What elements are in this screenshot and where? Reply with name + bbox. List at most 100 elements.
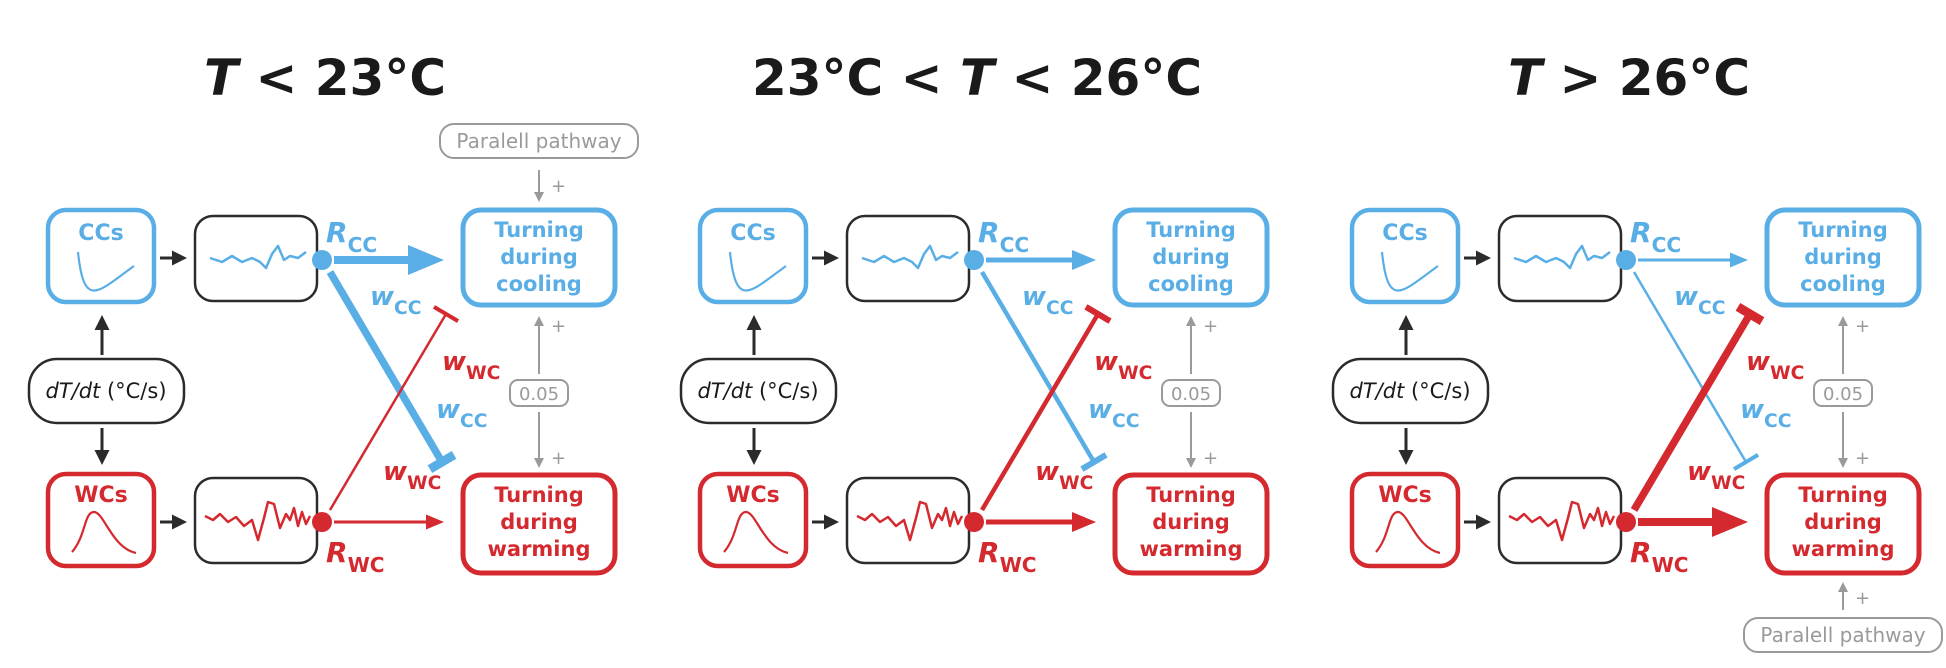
inhibit-wc-to-cooling-shaft — [980, 312, 1100, 512]
parallel-pathway-box — [1743, 617, 1943, 653]
wcs-label: WCs — [74, 483, 128, 508]
arrow-rwc-to-warming — [986, 512, 1096, 532]
rcc-label: RCC — [1630, 216, 1681, 257]
cooling-target-box — [460, 207, 618, 308]
dtdt-box — [1331, 357, 1490, 425]
warming-target-line-2: during — [1152, 510, 1230, 534]
rcc-node — [312, 250, 332, 270]
warming-target-line-3: warming — [488, 537, 591, 561]
parallel-pathway-plus: + — [551, 176, 566, 197]
arrow-rcc-to-cooling-head — [1072, 250, 1096, 270]
warming-target-line-1: Turning — [1146, 483, 1235, 507]
wwc-label-lower: wWC — [383, 457, 441, 494]
dtdt-label: dT/dt (°C/s) — [1349, 379, 1470, 403]
wwc-label-upper: wWC — [1746, 347, 1804, 384]
ccs-label: CCs — [78, 221, 123, 246]
cooling-target-line-2: during — [1804, 245, 1882, 269]
wcc-label-lower: wCC — [436, 395, 487, 432]
cooling-target-box — [1764, 207, 1922, 308]
parallel-pathway-box — [439, 123, 639, 159]
warming-target-line-1: Turning — [1798, 483, 1887, 507]
arrow-rwc-to-warming-head — [1712, 507, 1748, 537]
wcs-label: WCs — [726, 483, 780, 508]
inhibit-cc-to-warming-bar — [1080, 452, 1108, 472]
coupling-plus-upper: + — [1855, 316, 1870, 337]
cooling-target-line-3: cooling — [1800, 272, 1886, 296]
warming-target-box — [460, 472, 618, 576]
ccs-box — [697, 207, 809, 305]
arrow-rcc-to-cooling-head — [408, 245, 444, 275]
wcc-label-upper: wCC — [1022, 282, 1073, 319]
parallel-pathway-plus: + — [1855, 588, 1870, 609]
rcc-node — [964, 250, 984, 270]
warming-target-line-2: during — [1804, 510, 1882, 534]
wcc-label-upper: wCC — [370, 282, 421, 319]
wc-filter-trace — [204, 500, 312, 542]
rcc-node — [1616, 250, 1636, 270]
wcs-box — [45, 471, 157, 569]
cooling-target-line-3: cooling — [1148, 272, 1234, 296]
wcs-box — [697, 471, 809, 569]
ccs-box — [1349, 207, 1461, 305]
inhibit-wc-to-cooling-bar — [1084, 304, 1112, 324]
warming-target-box — [1764, 472, 1922, 576]
wcs-box — [1349, 471, 1461, 569]
wcs-response-curve — [723, 510, 789, 555]
coupling-value: 0.05 — [1171, 384, 1211, 405]
inhibit-wc-to-cooling — [980, 304, 1112, 512]
rwc-label: RWC — [1630, 536, 1689, 577]
rwc-node — [312, 512, 332, 532]
inhibit-wc-to-cooling — [328, 305, 460, 511]
coupling-box — [1813, 379, 1873, 407]
ccs-box — [45, 207, 157, 305]
inhibit-cc-to-warming-bar — [1732, 453, 1760, 471]
arrow-rcc-to-cooling-head — [1730, 252, 1748, 268]
rwc-label: RWC — [978, 536, 1037, 577]
warming-target-line-3: warming — [1140, 537, 1243, 561]
wcc-label-lower: wCC — [1740, 395, 1791, 432]
coupling-plus-lower: + — [551, 448, 566, 469]
warming-target-line-2: during — [500, 510, 578, 534]
cooling-target-line-2: during — [500, 245, 578, 269]
coupling-box — [1161, 379, 1221, 407]
arrow-rwc-to-warming — [1638, 507, 1748, 537]
coupling-plus-upper: + — [551, 316, 566, 337]
ccs-response-curve — [76, 251, 135, 292]
inhibit-wc-to-cooling — [1630, 302, 1765, 512]
wwc-label-upper: wWC — [442, 347, 500, 384]
wcc-label-upper: wCC — [1674, 282, 1725, 319]
rcc-label: RCC — [978, 216, 1029, 257]
cooling-target-line-3: cooling — [496, 272, 582, 296]
dtdt-box — [679, 357, 838, 425]
coupling-plus-lower: + — [1855, 448, 1870, 469]
wcs-response-curve — [71, 510, 137, 555]
arrow-rcc-to-cooling — [1638, 252, 1748, 268]
wcc-label-lower: wCC — [1088, 395, 1139, 432]
wc-filter-trace — [1508, 500, 1616, 542]
cc-filter-trace — [209, 244, 307, 270]
coupling-plus-lower: + — [1203, 448, 1218, 469]
warming-target-box — [1112, 472, 1270, 576]
rwc-node — [1616, 512, 1636, 532]
inhibit-cc-to-warming-bar — [427, 451, 457, 473]
wwc-label-upper: wWC — [1094, 347, 1152, 384]
inhibit-cc-to-warming-shaft — [326, 270, 446, 464]
wc-filter-trace — [856, 500, 964, 542]
inhibit-cc-to-warming — [1632, 271, 1760, 471]
coupling-value: 0.05 — [1823, 384, 1863, 405]
ccs-label: CCs — [730, 221, 775, 246]
arrow-rwc-to-warming-head — [1072, 512, 1096, 532]
parallel-pathway-label: Paralell pathway — [456, 129, 621, 153]
wwc-label-lower: wWC — [1035, 457, 1093, 494]
rwc-node — [964, 512, 984, 532]
warming-target-line-3: warming — [1792, 537, 1895, 561]
inhibit-cc-to-warming — [980, 270, 1108, 472]
cooling-target-line-2: during — [1152, 245, 1230, 269]
arrow-rwc-to-warming — [334, 514, 444, 530]
ccs-label: CCs — [1382, 221, 1427, 246]
warming-target-line-1: Turning — [494, 483, 583, 507]
cooling-target-box — [1112, 207, 1270, 308]
cooling-target-line-1: Turning — [1798, 218, 1887, 242]
